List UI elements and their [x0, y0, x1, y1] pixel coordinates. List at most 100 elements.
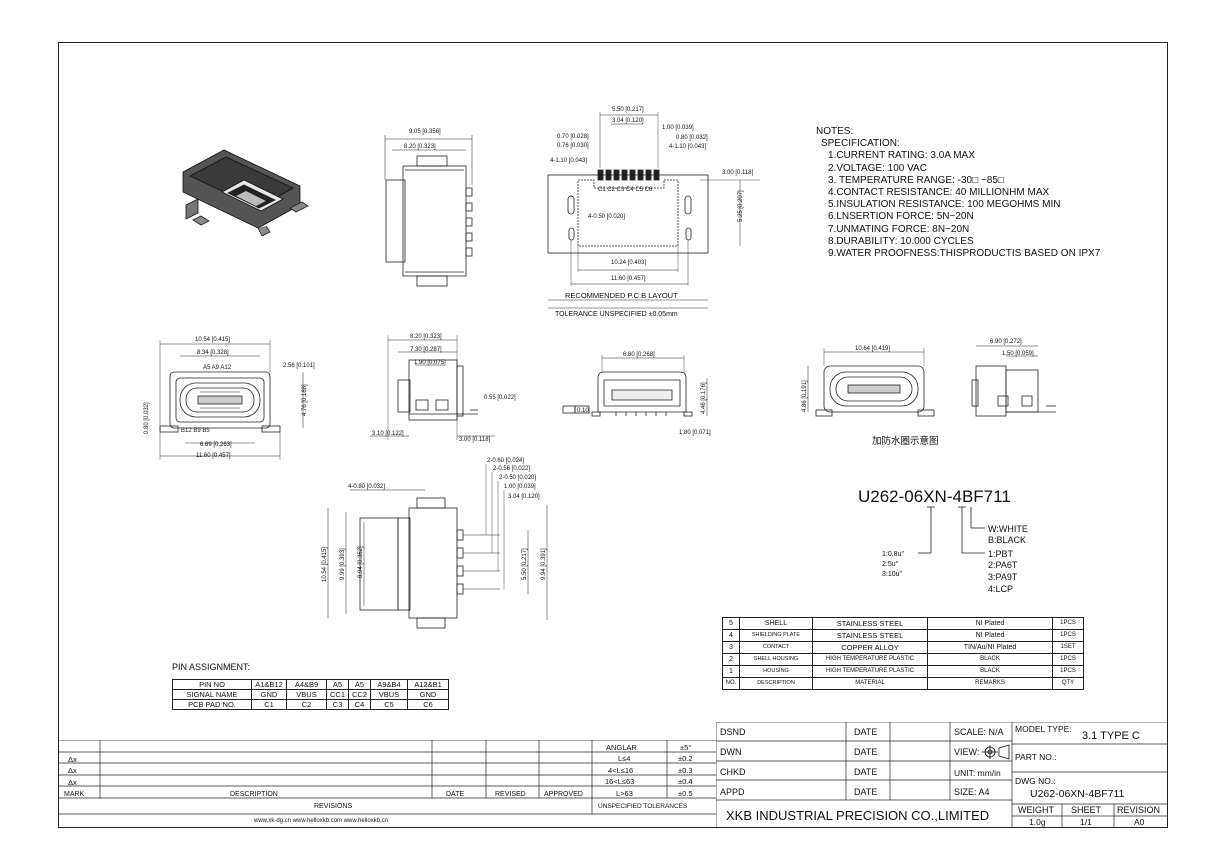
dim-side-2: 7.30 [0.287] [410, 347, 442, 353]
dim-front-6: 6.69 [0.263] [200, 442, 232, 448]
plating-option-2: 2:5u" [882, 561, 899, 568]
dim-bottom-9: 8.94 [0.352] [358, 546, 364, 578]
plating-option-1: 1:0.8u" [882, 551, 904, 558]
waterproof-caption: 加防水圈示意图 [872, 435, 939, 447]
dim-bottom-11: 9.94 [0.391] [541, 548, 547, 580]
dim-pcb-11: 4-0.50 [0.020] [588, 214, 625, 220]
tol-label: 4<L≤16 [608, 766, 633, 775]
side-view [370, 335, 495, 440]
notes-block: NOTES: SPECIFICATION: 1.CURRENT RATING: … [816, 126, 1100, 260]
dim-pcb-8: 4-1.10 [0.043] [550, 158, 587, 164]
dim-pcb-4: 0.70 [0.028] [557, 134, 589, 140]
dim-front-4: 4.76 [0.188] [302, 384, 308, 416]
dim-wp-4: 1.50 [0.059] [1002, 351, 1034, 357]
pcb-caption: RECOMMENDED P.C.B LAYOUT [565, 291, 678, 300]
tb-view: VIEW: [954, 747, 979, 757]
tb-unit: UNIT: mm/in [954, 768, 1001, 778]
pcb-tolerance: TOLERANCE UNSPECIFIED ±0.05mm [555, 311, 678, 318]
table-row: 3 CONTACT COPPER ALLOY TIN/Au/NI Plated … [722, 641, 1084, 654]
dim-housing-2: 4.46 [0.176] [701, 382, 707, 414]
tb-chkd: CHKD [720, 767, 746, 777]
front-bottom-pins: B12 B9 B5 [181, 428, 210, 434]
dim-wp-3: 6.90 [0.272] [990, 339, 1022, 345]
dim-wp-2: 4.86 [0.191] [802, 380, 808, 412]
note-item: 7.UNMATING FORCE: 8N~20N [828, 223, 970, 235]
tb-dsnd: DSND [720, 727, 746, 737]
dim-bottom-7: 10.54 [0.415] [322, 547, 328, 582]
tol-value: ±0.3 [678, 766, 693, 775]
dim-side-1: 8.20 [0.323] [410, 334, 442, 340]
revision-mark: Δx [68, 755, 77, 764]
table-header: NO. DESCRIPTION MATERIAL REMARKS QTY [722, 677, 1084, 690]
note-item: 8.DURABILITY: 10.000 CYCLES [828, 235, 974, 247]
dim-pcb-6: 0.76 [0.030] [557, 143, 589, 149]
tol-label: ANGLAR [606, 743, 637, 752]
table-row: SIGNAL NAME GND VBUS CC1 CC2 VBUS GND [172, 689, 449, 700]
material-option-2: 2:PA6T [988, 560, 1018, 570]
rev-header-date: DATE [446, 791, 464, 798]
note-item: 1.CURRENT RATING: 3.0A MAX [828, 150, 975, 162]
table-row: 4 SHIELDING PLATE STAINLESS STEEL NI Pla… [722, 629, 1084, 642]
material-option-4: 4:LCP [988, 584, 1013, 594]
bottom-view [327, 464, 548, 629]
dim-pcb-3: 1.00 [0.039] [662, 125, 694, 131]
flatness-value: 0.10 [577, 408, 589, 414]
tb-weight-label: WEIGHT [1018, 805, 1054, 815]
dim-top-inner: 8.20 [0.323] [404, 144, 436, 150]
front-view [159, 340, 304, 460]
tb-part-no-label: PART NO.: [1015, 752, 1057, 762]
notes-subtitle: SPECIFICATION: [821, 138, 900, 150]
tb-weight: 1.0g [1029, 817, 1046, 827]
tb-scale: SCALE: N/A [954, 727, 1004, 737]
housing-view [562, 355, 708, 417]
tol-value: ±0.5 [678, 789, 693, 798]
dim-housing-3: 1.80 [0.071] [679, 430, 711, 436]
title-block: DSND DWN CHKD APPD DATE DATE DATE DATE S… [716, 722, 1168, 828]
dim-bottom-5: 1.00 [0.039] [504, 484, 536, 490]
pin-assignment-title: PIN ASSIGNMENT: [172, 662, 251, 672]
dim-front-2: 8.34 [0.328] [197, 350, 229, 356]
tb-size: SIZE: A4 [954, 787, 990, 797]
rev-header-revised: REVISED [495, 791, 526, 798]
tol-label: L>63 [616, 789, 633, 798]
color-option-1: W:WHITE [988, 524, 1028, 534]
dim-bottom-4: 2-0.50 [0.020] [499, 475, 536, 481]
dim-bottom-1: 4-0.80 [0.032] [348, 484, 385, 490]
tb-company: XKB INDUSTRIAL PRECISION CO.,LIMITED [726, 808, 989, 823]
tol-label: L≤4 [618, 754, 630, 763]
tb-sheet: 1/1 [1080, 817, 1092, 827]
dim-pcb-9: 3.00 [0.118] [722, 170, 754, 176]
material-option-3: 3:PA9T [988, 572, 1018, 582]
rev-header-description: DESCRIPTION [230, 791, 278, 798]
dim-pcb-5: 0.80 [0.032] [676, 135, 708, 141]
dim-pcb-13: 11.60 [0.457] [611, 276, 646, 282]
table-row: 1 HOUSING HIGH TEMPERATURE PLASTIC BLACK… [722, 665, 1084, 678]
tb-date: DATE [854, 747, 877, 757]
dim-front-5: 0.80 [0.032] [144, 402, 150, 434]
tb-date: DATE [854, 767, 877, 777]
dim-pcb-2: 3.04 [0.120] [612, 118, 644, 124]
dim-front-7: 11.60 [0.457] [196, 453, 231, 459]
dim-pcb-10: 5.25 [0.207] [738, 190, 744, 222]
note-item: 2.VOLTAGE: 100 VAC [828, 162, 927, 174]
part-code-leaders [918, 506, 985, 554]
drawing-sheet-border [58, 42, 1168, 828]
projection-symbol-icon [982, 744, 1010, 760]
table-row: 5 SHELL STAINLESS STEEL NI Plated 1PCS [722, 617, 1084, 630]
dim-front-1: 10.54 [0.415] [195, 337, 230, 343]
dim-side-6: 3.00 [0.118] [459, 437, 491, 443]
top-view [384, 135, 473, 287]
dim-pcb-1: 5.50 [0.217] [612, 107, 644, 113]
rev-header-approved: APPROVED [544, 791, 583, 798]
table-row: PCB PAD NO. C1 C2 C3 C4 C5 C6 [172, 699, 449, 710]
material-option-1: 1:PBT [988, 549, 1014, 559]
tb-date: DATE [854, 787, 877, 797]
dim-side-5: 3.10 [0.122] [372, 431, 404, 437]
revisions-footer: REVISIONS [314, 803, 352, 810]
rev-header-mark: MARK [64, 791, 85, 798]
dim-top-overall: 9.05 [0.356] [409, 129, 441, 135]
dim-bottom-2: 2-0.60 [0.024] [487, 458, 524, 464]
tol-value: ±0.2 [678, 754, 693, 763]
tol-value: ±0.4 [678, 777, 693, 786]
